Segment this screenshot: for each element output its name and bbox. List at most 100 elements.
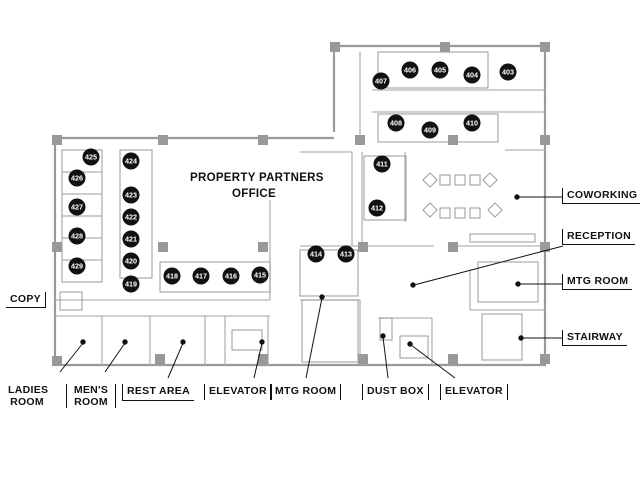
room-marker-label: 407 <box>375 77 387 86</box>
room-marker-412: 412 <box>368 199 386 217</box>
room-marker-circle <box>68 198 86 216</box>
room-marker-416: 416 <box>222 267 240 285</box>
room-marker-circle <box>163 267 181 285</box>
room-marker-circle <box>68 169 86 187</box>
room-marker-circle <box>387 114 405 132</box>
room-marker-419: 419 <box>122 275 140 293</box>
room-marker-423: 423 <box>122 186 140 204</box>
room-marker-circle <box>307 245 325 263</box>
label-copy: COPY <box>6 292 46 309</box>
room-marker-415: 415 <box>251 266 269 284</box>
room-marker-circle <box>122 152 140 170</box>
room-marker-427: 427 <box>68 198 86 216</box>
room-marker-circle <box>431 61 449 79</box>
room-marker-label: 410 <box>466 119 478 128</box>
room-marker-circle <box>122 230 140 248</box>
room-marker-label: 408 <box>390 119 402 128</box>
room-marker-422: 422 <box>122 208 140 226</box>
room-marker-414: 414 <box>307 245 325 263</box>
room-marker-label: 418 <box>166 272 178 281</box>
label-elevator-left: ELEVATOR <box>204 384 272 401</box>
room-marker-label: 428 <box>71 232 83 241</box>
room-marker-circle <box>68 227 86 245</box>
room-marker-circle <box>372 72 390 90</box>
label-mens-room: MEN'S ROOM <box>66 384 116 409</box>
room-marker-409: 409 <box>421 121 439 139</box>
room-marker-403: 403 <box>499 63 517 81</box>
office-label-line-1: PROPERTY PARTNERS <box>190 172 324 184</box>
room-marker-label: 403 <box>502 68 514 77</box>
label-ladies-room-line-1: LADIES <box>8 384 49 396</box>
label-ladies-room-line-2: ROOM <box>10 396 44 409</box>
coworking-furniture <box>422 172 536 243</box>
room-marker-label: 421 <box>125 235 137 244</box>
room-marker-421: 421 <box>122 230 140 248</box>
room-marker-label: 405 <box>434 66 446 75</box>
leader-lines <box>59 194 564 379</box>
room-marker-label: 419 <box>125 280 137 289</box>
label-coworking: COWORKING <box>562 188 640 205</box>
label-mens-room-line-2: ROOM <box>74 396 108 409</box>
room-marker-407: 407 <box>372 72 390 90</box>
room-marker-413: 413 <box>337 245 355 263</box>
room-marker-label: 423 <box>125 191 137 200</box>
room-marker-circle <box>421 121 439 139</box>
room-marker-circle <box>401 61 419 79</box>
room-marker-426: 426 <box>68 169 86 187</box>
room-markers: 403 404 405 406 407 408 409 410 411 412 413 414 415 4… <box>68 61 517 293</box>
interior-walls <box>55 52 545 365</box>
room-marker-label: 417 <box>195 272 207 281</box>
room-marker-label: 409 <box>424 126 436 135</box>
room-marker-424: 424 <box>122 152 140 170</box>
label-stairway: STAIRWAY <box>562 330 627 347</box>
room-marker-label: 412 <box>371 204 383 213</box>
room-marker-circle <box>122 275 140 293</box>
label-ladies-room: LADIES ROOM <box>8 384 49 409</box>
label-mtg-room-right: MTG ROOM <box>562 274 633 291</box>
room-marker-circle <box>499 63 517 81</box>
room-marker-circle <box>192 267 210 285</box>
room-marker-410: 410 <box>463 114 481 132</box>
room-marker-417: 417 <box>192 267 210 285</box>
room-marker-circle <box>68 257 86 275</box>
room-marker-circle <box>463 66 481 84</box>
office-label: PROPERTY PARTNERS OFFICE <box>190 170 324 202</box>
room-marker-425: 425 <box>82 148 100 166</box>
room-marker-circle <box>82 148 100 166</box>
room-marker-circle <box>222 267 240 285</box>
room-marker-label: 413 <box>340 250 352 259</box>
label-mtg-room-bottom: MTG ROOM <box>270 384 342 401</box>
room-marker-circle <box>368 199 386 217</box>
room-marker-circle <box>463 114 481 132</box>
room-marker-circle <box>122 252 140 270</box>
label-reception: RECEPTION <box>562 229 635 246</box>
room-marker-label: 406 <box>404 66 416 75</box>
room-marker-405: 405 <box>431 61 449 79</box>
room-marker-label: 424 <box>125 157 137 166</box>
room-marker-404: 404 <box>463 66 481 84</box>
room-marker-408: 408 <box>387 114 405 132</box>
label-elevator-right: ELEVATOR <box>440 384 508 401</box>
label-dust-box: DUST BOX <box>362 384 429 401</box>
office-label-line-2: OFFICE <box>232 188 276 201</box>
room-marker-label: 427 <box>71 203 83 212</box>
room-marker-circle <box>251 266 269 284</box>
label-mens-room-line-1: MEN'S <box>73 384 109 396</box>
exterior-walls <box>53 44 547 367</box>
room-marker-circle <box>373 155 391 173</box>
room-marker-411: 411 <box>373 155 391 173</box>
room-marker-label: 425 <box>85 153 97 162</box>
room-marker-406: 406 <box>401 61 419 79</box>
room-marker-420: 420 <box>122 252 140 270</box>
room-marker-label: 429 <box>71 262 83 271</box>
room-marker-circle <box>122 208 140 226</box>
room-marker-label: 411 <box>376 160 388 169</box>
room-marker-label: 404 <box>466 71 478 80</box>
room-marker-label: 416 <box>225 272 237 281</box>
columns <box>52 42 550 366</box>
room-marker-418: 418 <box>163 267 181 285</box>
room-marker-label: 426 <box>71 174 83 183</box>
room-marker-circle <box>337 245 355 263</box>
room-marker-429: 429 <box>68 257 86 275</box>
